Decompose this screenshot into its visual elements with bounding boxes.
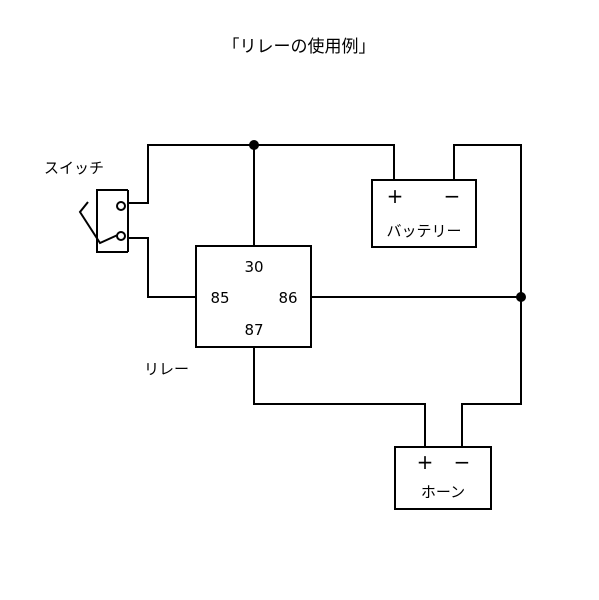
pin-87-mask — [236, 319, 272, 341]
switch-symbol — [78, 189, 129, 253]
horn-minus: − — [454, 450, 471, 474]
wires — [128, 144, 522, 447]
horn-box: + − ホーン — [394, 446, 492, 510]
relay-pin-85: 85 — [210, 289, 229, 307]
relay-box: 30 85 86 87 — [195, 245, 312, 348]
horn-plus: + — [417, 450, 434, 474]
switch-bracket — [96, 189, 128, 253]
battery-plus: + — [387, 184, 404, 208]
horn-label: ホーン — [421, 483, 465, 501]
switch-label: スイッチ — [44, 159, 104, 177]
relay-pin-30: 30 — [244, 258, 263, 276]
wire-87-to-horn — [253, 347, 426, 447]
battery-label: バッテリー — [386, 222, 461, 240]
pin-86-mask — [270, 286, 308, 308]
relay-pin-86: 86 — [278, 289, 297, 307]
pin-85-mask — [202, 286, 240, 308]
diagram-title: 「リレーの使用例」 — [223, 36, 376, 57]
battery-minus: − — [444, 184, 461, 208]
wire-switch-to-85 — [128, 237, 196, 298]
switch-contact-top — [116, 201, 126, 211]
junction-dot-top — [249, 140, 259, 150]
battery-box: + − バッテリー — [371, 179, 477, 248]
relay-label: リレー — [144, 360, 189, 378]
switch-contact-bottom — [116, 231, 126, 241]
switch-lever — [78, 201, 123, 245]
junction-dot-right — [516, 292, 526, 302]
wire-battery-minus — [453, 144, 522, 447]
relay-pin-87: 87 — [244, 321, 263, 339]
wire-switch-top — [128, 144, 395, 204]
pin-30-mask — [236, 254, 272, 276]
